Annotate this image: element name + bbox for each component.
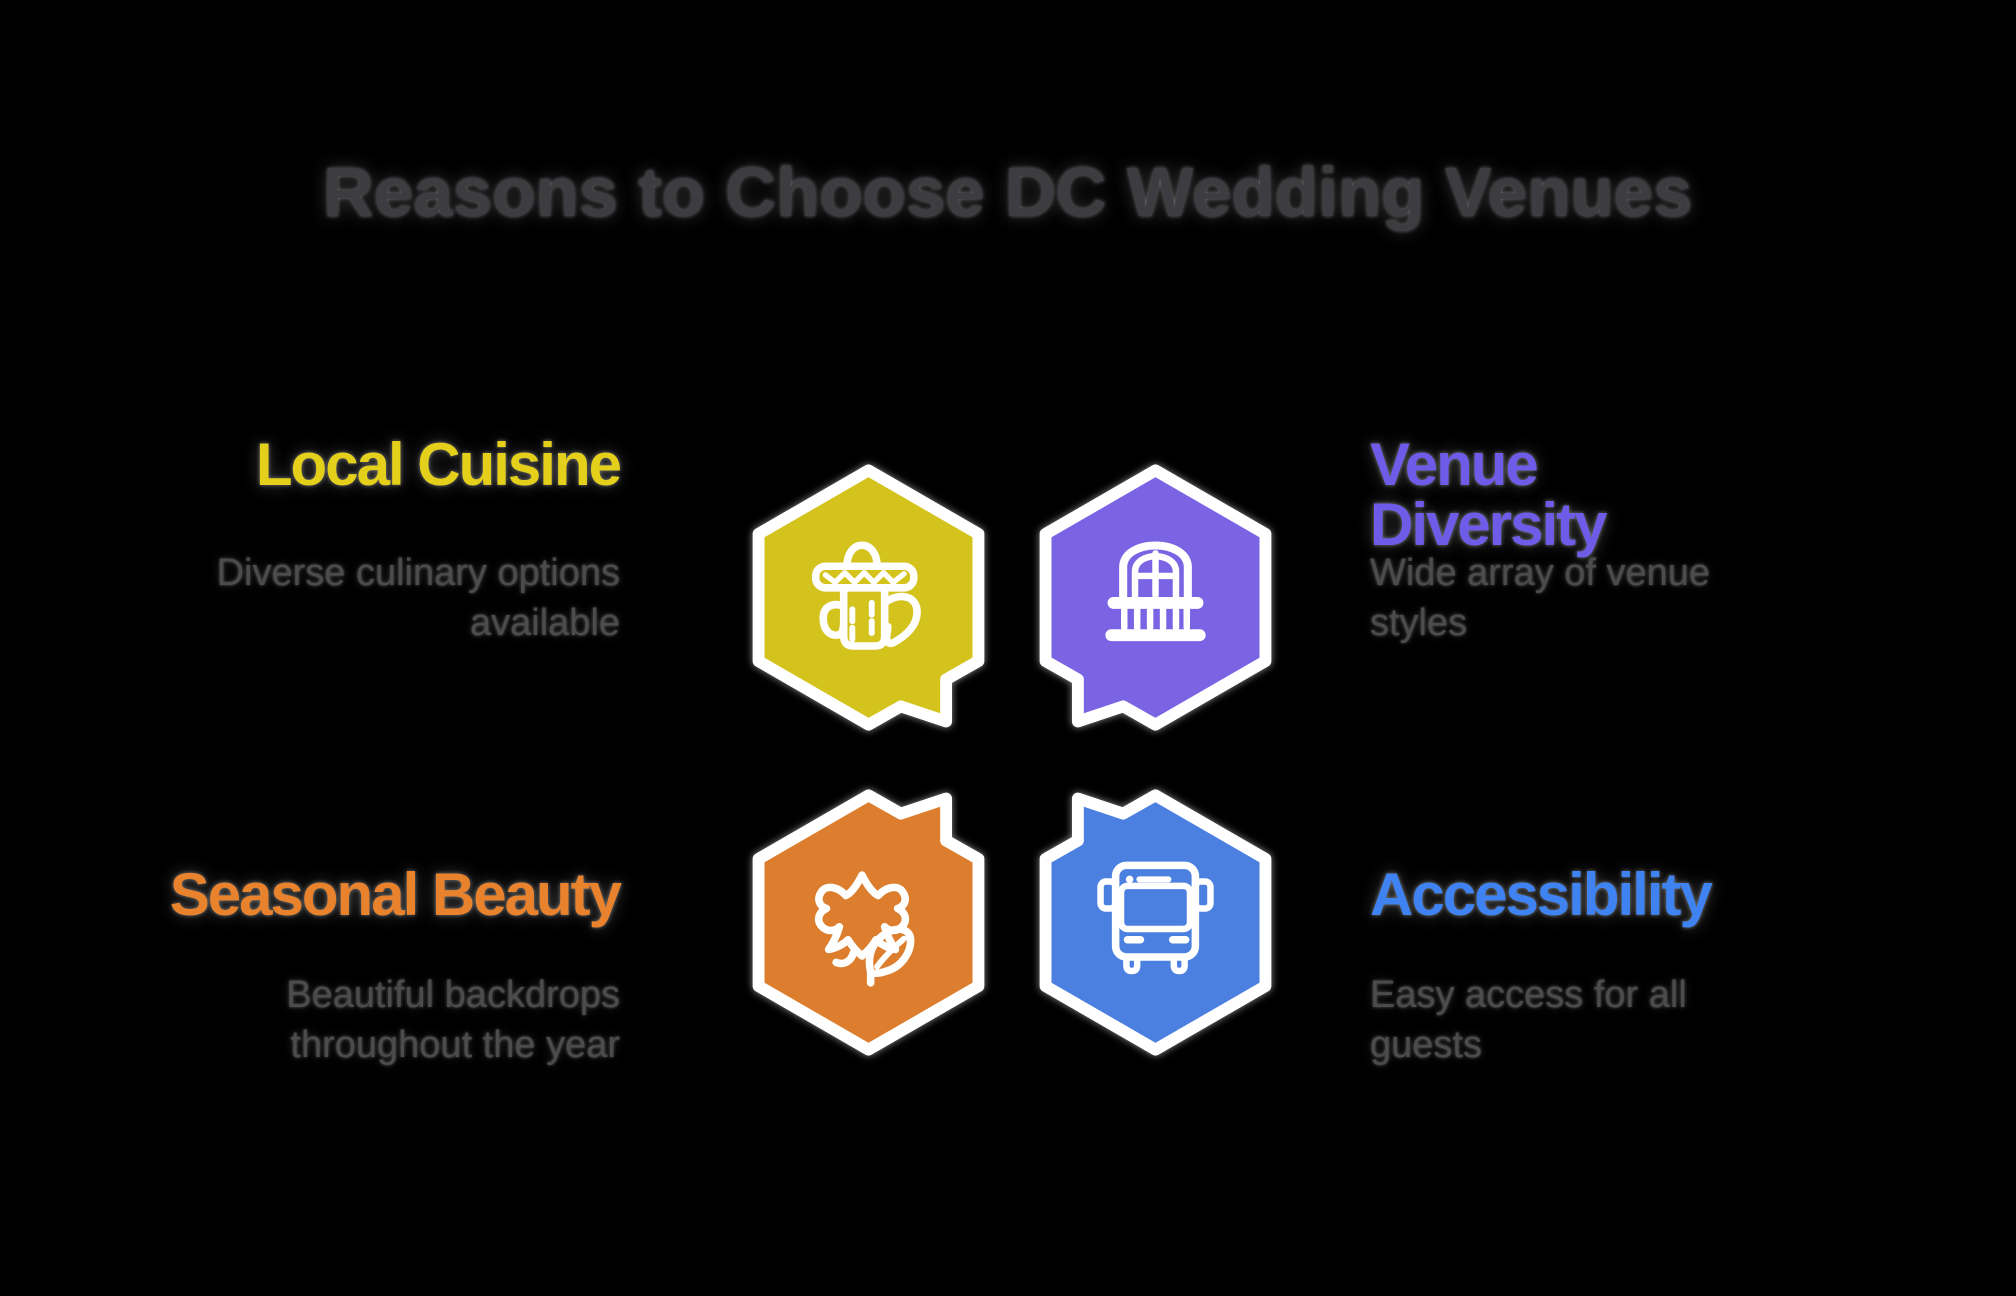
hexagon-seasonal-beauty — [752, 789, 985, 1056]
sombrero-cactus-icon — [811, 541, 921, 650]
body-accessibility: Easy access for all guests — [1370, 974, 1687, 1066]
hexagon-shape — [1039, 789, 1272, 1056]
heading-local-cuisine: Local Cuisine — [255, 431, 622, 498]
hexagon-shape — [752, 464, 985, 731]
heading-seasonal-beauty: Seasonal Beauty — [169, 861, 622, 928]
page-title: Reasons to Choose DC Wedding Venues — [323, 153, 1693, 231]
heading-venue-diversity: Venue Diversity — [1370, 431, 1607, 558]
maple-leaf-icon — [814, 871, 915, 987]
balcony-window-icon — [1105, 541, 1206, 642]
body-local-cuisine: Diverse culinary options available — [216, 552, 620, 644]
bus-icon — [1097, 861, 1214, 975]
hexagon-local-cuisine — [752, 464, 985, 731]
hexagon-venue-diversity — [1039, 464, 1272, 731]
body-seasonal-beauty: Beautiful backdrops throughout the year — [286, 974, 620, 1066]
hexagon-shape — [752, 789, 985, 1056]
hexagon-accessibility — [1039, 789, 1272, 1056]
heading-accessibility: Accessibility — [1370, 861, 1713, 928]
body-venue-diversity: Wide array of venue styles — [1370, 552, 1711, 644]
